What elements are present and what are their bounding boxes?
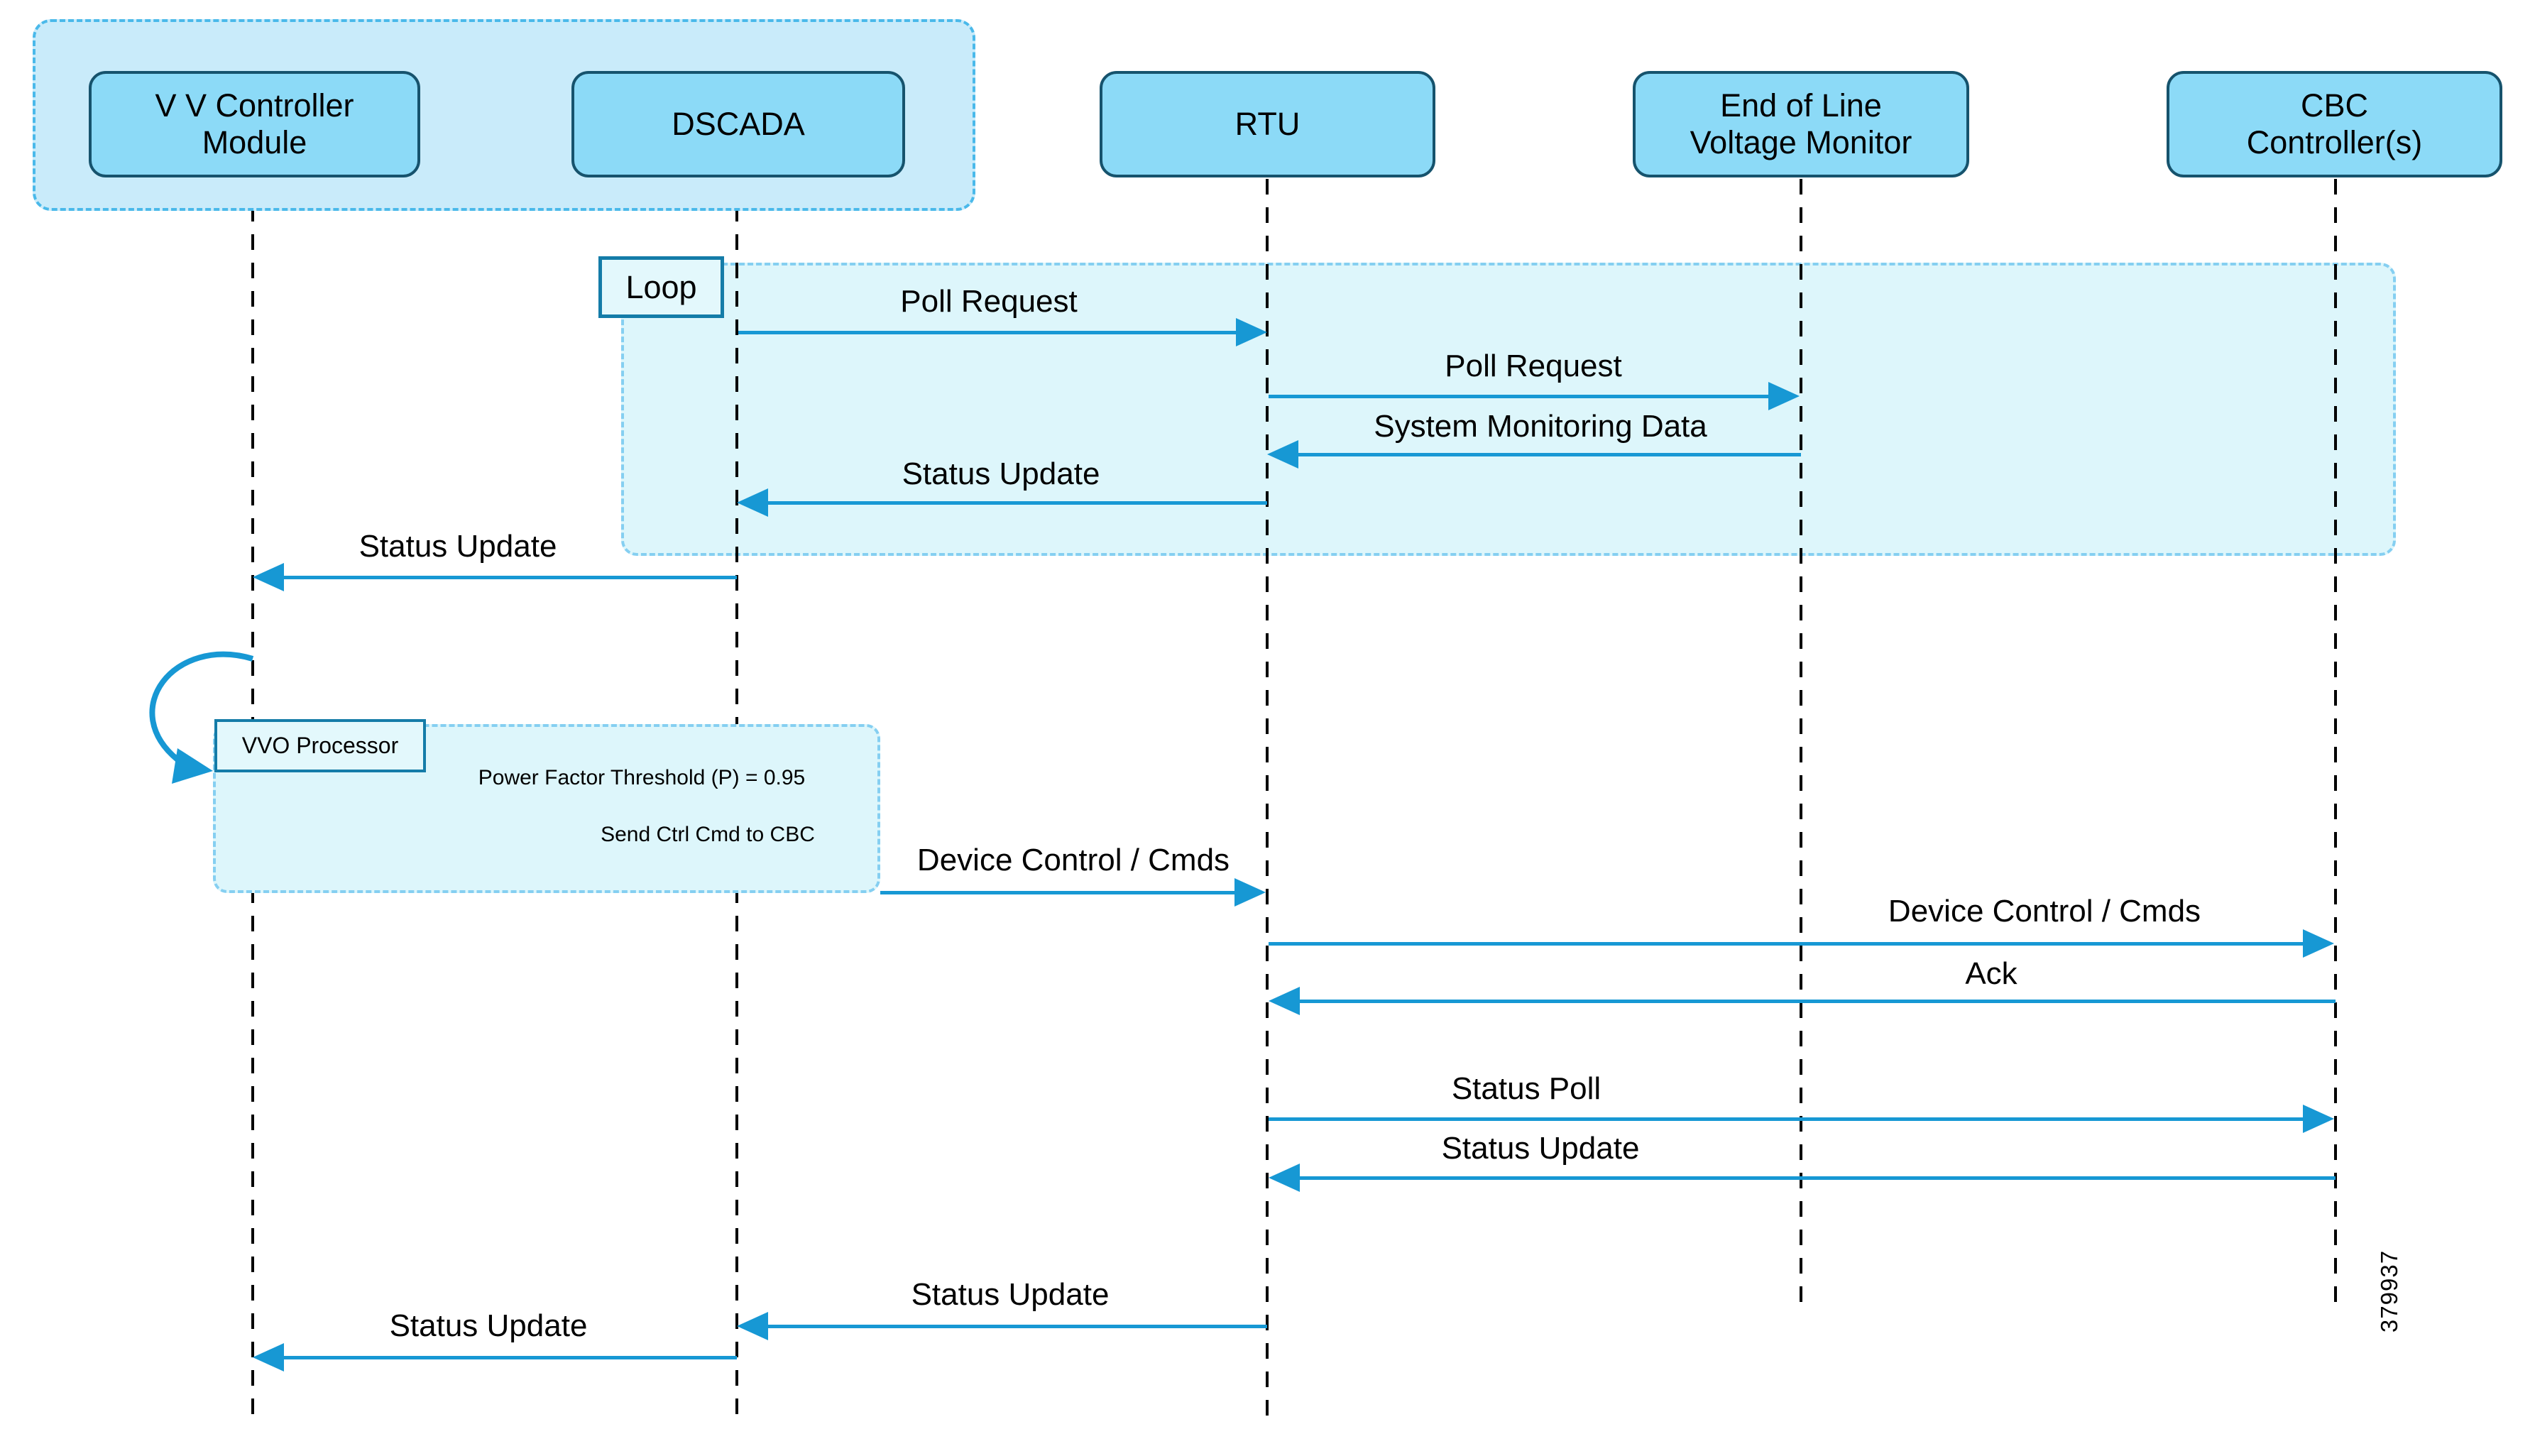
vvo-note-box — [213, 724, 880, 893]
message-label: Status Update — [902, 456, 1100, 491]
message-label: Ack — [1965, 956, 2017, 991]
message-line — [880, 891, 1237, 894]
message-label: Device Control / Cmds — [1888, 894, 2201, 929]
message-line — [283, 1356, 737, 1359]
message-label: Status Poll — [1451, 1071, 1602, 1106]
arrowhead-left-icon — [1269, 1164, 1300, 1192]
message-line — [1297, 453, 1801, 456]
message-line — [283, 576, 737, 579]
message-line — [1269, 942, 2304, 946]
arrowhead-right-icon — [1768, 382, 1800, 410]
arrowhead-left-icon — [1267, 440, 1298, 469]
arrowhead-left-icon — [737, 1312, 768, 1340]
message-label: Status Update — [358, 529, 557, 564]
arrowhead-right-icon — [2303, 1105, 2334, 1133]
self-call-arrow — [149, 651, 254, 784]
arrowhead-left-icon — [253, 563, 284, 591]
message-label: Poll Request — [900, 284, 1078, 319]
message-line — [1298, 1000, 2336, 1003]
lifeline-eol-voltage-monitor — [1800, 179, 1802, 1312]
arrowhead-left-icon — [1269, 987, 1300, 1015]
message-label: System Monitoring Data — [1374, 409, 1707, 444]
arrowhead-left-icon — [737, 488, 768, 517]
message-line — [1269, 1117, 2304, 1121]
actor-dscada: DSCADA — [571, 71, 905, 177]
message-line — [1298, 1176, 2336, 1180]
arrowhead-right-icon — [1236, 318, 1267, 346]
message-label: Device Control / Cmds — [916, 843, 1230, 877]
lifeline-cbc-controller — [2334, 179, 2337, 1312]
actor-vv-controller-module: V V Controller Module — [89, 71, 420, 177]
message-line — [767, 1325, 1267, 1328]
actor-cbc-controllers: CBC Controller(s) — [2167, 71, 2502, 177]
arrowhead-left-icon — [253, 1343, 284, 1372]
note-power-factor-threshold: Power Factor Threshold (P) = 0.95 — [478, 766, 806, 789]
message-label: Poll Request — [1445, 349, 1622, 383]
message-label: Status Update — [1441, 1131, 1640, 1166]
note-send-ctrl-cmd: Send Ctrl Cmd to CBC — [601, 823, 815, 846]
arrowhead-right-icon — [2303, 929, 2334, 958]
vvo-processor-label: VVO Processor — [214, 719, 426, 772]
figure-number: 379937 — [2376, 1249, 2402, 1333]
message-line — [738, 331, 1239, 334]
message-line — [1269, 395, 1771, 398]
actor-rtu: RTU — [1100, 71, 1435, 177]
message-label: Status Update — [389, 1308, 588, 1343]
actor-end-of-line-voltage-monitor: End of Line Voltage Monitor — [1633, 71, 1969, 177]
message-line — [767, 501, 1267, 505]
loop-operator-label: Loop — [598, 256, 724, 318]
arrowhead-right-icon — [1234, 878, 1266, 907]
loop-fragment — [621, 263, 2396, 556]
lifeline-rtu — [1266, 179, 1269, 1425]
message-label: Status Update — [911, 1277, 1110, 1312]
